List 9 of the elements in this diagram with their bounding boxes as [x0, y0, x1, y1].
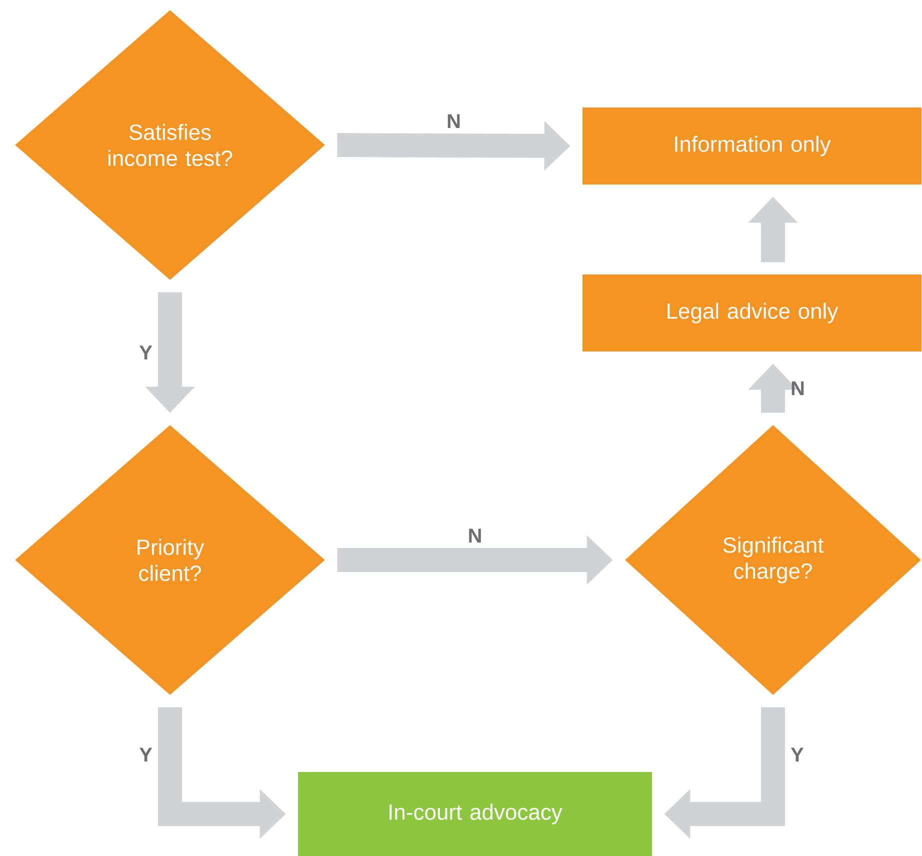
edge-label: Y: [139, 748, 152, 762]
edge-label: N: [792, 381, 804, 396]
edge-label: Y: [790, 748, 804, 762]
process-box: Information only: [582, 108, 922, 184]
process-box: Legal advice only: [582, 274, 922, 352]
edge-label: N: [469, 528, 481, 542]
edge-label: Y: [139, 346, 152, 360]
edge-label: N: [448, 114, 460, 128]
process-box: In-court advocacy: [298, 772, 652, 856]
